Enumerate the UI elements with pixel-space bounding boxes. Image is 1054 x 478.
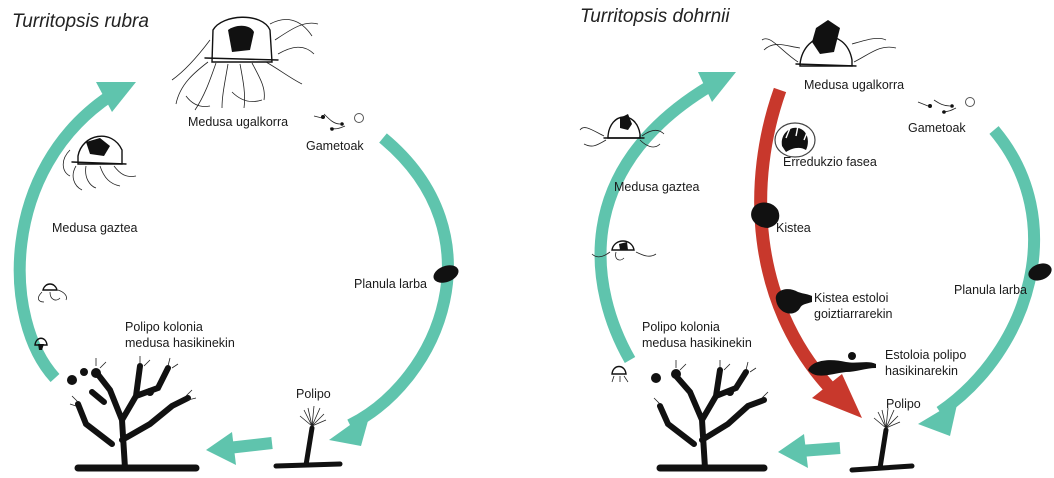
- label-gametoak: Gametoak: [306, 139, 364, 153]
- label-planula-larba: Planula larba: [354, 277, 427, 291]
- bud-medusa-icon-dohrnii: [612, 367, 628, 383]
- label-polipo-dohrnii: Polipo: [886, 397, 921, 411]
- kistea-estoloi-icon: [776, 289, 812, 313]
- label-estoloia-polipo-2: hasikinarekin: [885, 364, 958, 378]
- medusa-gaztea-icon: [63, 136, 136, 190]
- label-kistea-estoloi-2: goiztiarrarekin: [814, 307, 893, 321]
- label-planula-larba-dohrnii: Planula larba: [954, 283, 1027, 297]
- arrow-colony-to-medusa: [20, 96, 110, 378]
- polipo-icon: [276, 406, 340, 466]
- label-medusa-gaztea-dohrnii: Medusa gaztea: [614, 180, 700, 194]
- label-polipo-kolonia-dohrnii-2: medusa hasikinekin: [642, 336, 752, 350]
- label-polipo: Polipo: [296, 387, 331, 401]
- small-medusa-icon: [38, 284, 66, 302]
- label-polipo-kolonia-2: medusa hasikinekin: [125, 336, 235, 350]
- cycle-arrows-rubra: [20, 82, 448, 465]
- gametes-icon-dohrnii: [918, 98, 975, 114]
- arrow-gametes-to-polyp-head: [329, 410, 371, 446]
- arrow-polyp-to-colony-head: [206, 432, 236, 465]
- polyp-colony-icon: [67, 356, 196, 468]
- label-kistea-estoloi-1: Kistea estoloi: [814, 291, 888, 305]
- label-kistea: Kistea: [776, 221, 811, 235]
- label-medusa-ugalkorra: Medusa ugalkorra: [188, 115, 288, 129]
- erredukzio-fasea-icon: [775, 123, 815, 157]
- medusa-ugalkorra-icon: [172, 17, 318, 110]
- medusa-ugalkorra-icon-dohrnii: [762, 20, 896, 66]
- panel-rubra: Turritopsis rubra Medusa ugalkorra Game: [12, 11, 461, 468]
- label-medusa-ugalkorra-dohrnii: Medusa ugalkorra: [804, 78, 904, 92]
- arrow-polyp-to-colony-dohrnii-head: [778, 434, 808, 468]
- arrow-colony-to-medusa-dohrnii: [601, 86, 710, 360]
- panel-title-dohrnii: Turritopsis dohrnii: [580, 6, 730, 27]
- panel-title-rubra: Turritopsis rubra: [12, 11, 149, 32]
- label-polipo-kolonia-1: Polipo kolonia: [125, 320, 203, 334]
- arrow-polyp-to-colony-dohrnii: [800, 448, 840, 451]
- gametes-icon: [314, 114, 364, 131]
- label-polipo-kolonia-dohrnii-1: Polipo kolonia: [642, 320, 720, 334]
- estoloia-polipo-icon: [808, 352, 876, 376]
- cycle-arrows-dohrnii: [601, 72, 1035, 468]
- label-erredukzio-fasea: Erredukzio fasea: [783, 155, 877, 169]
- label-gametoak-dohrnii: Gametoak: [908, 121, 966, 135]
- polyp-colony-icon-dohrnii: [651, 360, 768, 468]
- label-estoloia-polipo-1: Estoloia polipo: [885, 348, 966, 362]
- panel-dohrnii: Turritopsis dohrnii Medusa ugalkorra: [580, 6, 1054, 470]
- arrow-gametes-to-polyp-dohrnii-head: [918, 400, 958, 436]
- arrow-polyp-to-colony: [228, 443, 272, 448]
- label-medusa-gaztea: Medusa gaztea: [52, 221, 138, 235]
